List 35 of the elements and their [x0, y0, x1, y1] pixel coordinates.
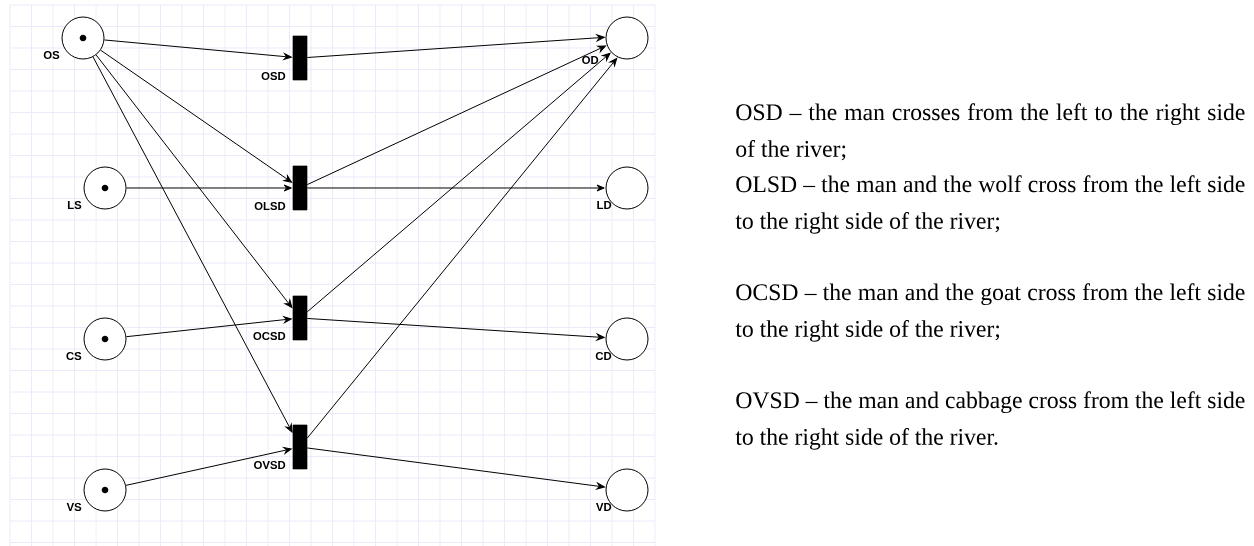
arrow	[103, 39, 292, 61]
arrow	[92, 56, 293, 433]
description-paragraph: OLSD – the man and the wolf cross from the left side to the right side of the river;	[735, 175, 1245, 234]
node-label: CD	[595, 352, 612, 360]
arrow	[306, 447, 605, 490]
arrow	[306, 184, 605, 192]
node-label: CS	[66, 352, 82, 360]
node-label: OSD	[261, 72, 286, 80]
place-circle	[83, 166, 127, 210]
arrow	[306, 34, 605, 58]
node-label: OLSD	[254, 202, 286, 210]
node-label: OCSD	[253, 332, 286, 340]
node-label: LD	[597, 201, 612, 209]
description-paragraph: OVSD – the man and cabbage cross from the left side to the right side of the river.	[735, 391, 1245, 450]
place-circle	[83, 317, 127, 361]
node-label: LS	[67, 201, 82, 209]
node-label: OVSD	[254, 460, 286, 469]
place-circle	[61, 16, 105, 60]
place-circle	[605, 16, 649, 60]
arrow	[306, 45, 607, 186]
arrow	[306, 317, 605, 341]
node-label: OS	[43, 51, 60, 59]
description-paragraph: OSD – the man crosses from the left to the right side of the river;	[736, 103, 1245, 161]
arrow	[95, 54, 293, 308]
node-label: OD	[582, 56, 599, 64]
arrow	[126, 184, 292, 192]
arrow	[100, 49, 293, 183]
arrow	[125, 316, 292, 338]
place-circle	[83, 468, 127, 512]
node-label: VS	[66, 502, 82, 511]
arrow	[306, 52, 611, 313]
arrow	[306, 57, 618, 439]
arrow	[125, 447, 292, 486]
node-label: VD	[596, 503, 612, 511]
description-paragraph: OCSD – the man and the goat cross from the left side to the right side of the river;	[735, 283, 1245, 342]
